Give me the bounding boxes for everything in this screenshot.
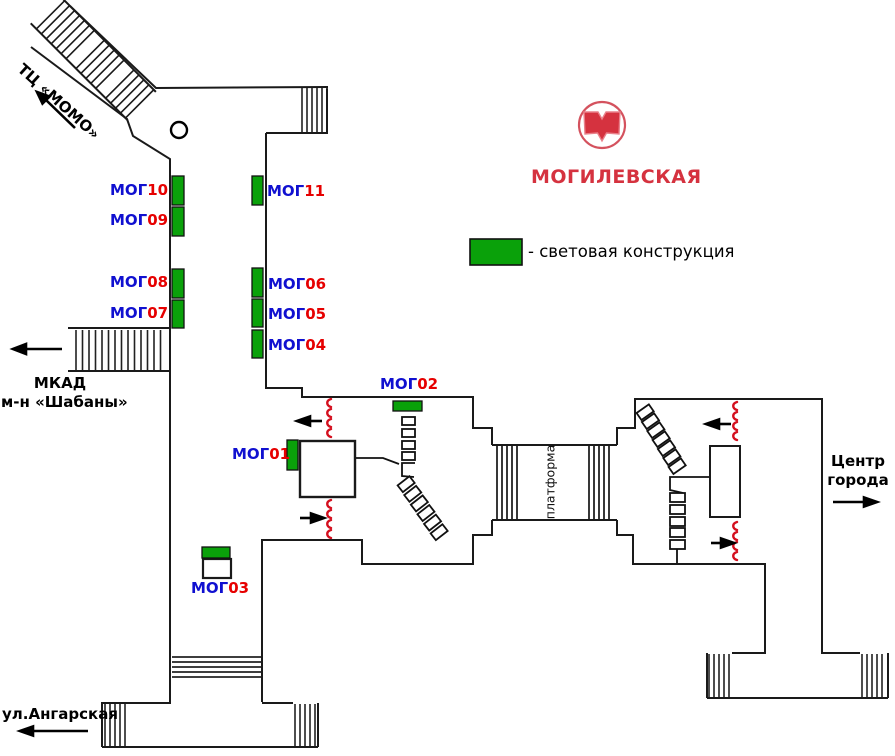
sign-label-mog06: МОГ06 bbox=[268, 275, 327, 293]
southwest-exit-stairs bbox=[294, 704, 316, 746]
cashier-box-left bbox=[298, 439, 357, 499]
sign-label-mog08: МОГ08 bbox=[110, 273, 169, 291]
sign-label-mog04: МОГ04 bbox=[268, 336, 327, 354]
angarskaya-exit-stairs bbox=[104, 704, 126, 746]
legend-marker bbox=[469, 238, 523, 266]
sign-label-mog03: МОГ03 bbox=[191, 579, 250, 597]
arrow-angarskaya-left bbox=[16, 724, 88, 738]
direction-arrows bbox=[9, 89, 881, 738]
sign-label-mog01: МОГ01 bbox=[232, 445, 291, 463]
sign-label-mog05: МОГ05 bbox=[268, 305, 327, 323]
platform-left-stairs bbox=[496, 446, 518, 519]
light-construction-marker-mog02 bbox=[392, 400, 423, 412]
kiosk-box-mog03 bbox=[201, 557, 233, 580]
direction-mkad-label: МКАД м-н «Шабаны» bbox=[1, 374, 128, 411]
light-construction-marker-mog03 bbox=[201, 546, 231, 559]
light-construction-marker-mog11 bbox=[251, 175, 264, 206]
arrow-right-hall-in bbox=[711, 536, 738, 550]
light-construction-marker-mog07 bbox=[171, 299, 185, 329]
light-construction-marker-mog04 bbox=[251, 329, 264, 359]
arrow-left-hall-in bbox=[300, 511, 328, 525]
turnstiles-left bbox=[355, 416, 449, 542]
light-construction-marker-mog10 bbox=[171, 175, 185, 206]
light-construction-marker-mog01 bbox=[286, 439, 299, 471]
direction-center-label: Центр города bbox=[827, 452, 889, 489]
metro-logo-icon bbox=[577, 100, 627, 150]
south-corridor-ramp bbox=[172, 656, 261, 678]
sign-label-mog02: МОГ02 bbox=[380, 375, 439, 393]
light-construction-marker-mog05 bbox=[251, 298, 264, 328]
light-construction-marker-mog09 bbox=[171, 206, 185, 237]
arrow-right-hall-out bbox=[702, 417, 731, 431]
sign-label-mog09: МОГ09 bbox=[110, 211, 169, 229]
platform-label: платформа bbox=[542, 444, 558, 520]
diagonal-corridor-stairs bbox=[30, 0, 157, 121]
sign-label-mog07: МОГ07 bbox=[110, 304, 169, 322]
southeast-exit-stairs-left bbox=[708, 654, 730, 697]
sign-label-mog10: МОГ10 bbox=[110, 181, 169, 199]
cashier-box-right bbox=[709, 445, 741, 518]
light-construction-marker-mog08 bbox=[171, 268, 185, 299]
walls bbox=[30, 5, 889, 748]
sign-label-mog11: МОГ11 bbox=[267, 182, 326, 200]
column-circle bbox=[169, 120, 189, 140]
direction-angarskaya-label: ул.Ангарская bbox=[2, 705, 118, 723]
arrow-center-right bbox=[833, 495, 881, 509]
arrow-left-hall-out bbox=[293, 414, 322, 428]
legend-label: - световая конструкция bbox=[528, 242, 735, 261]
light-construction-markers bbox=[171, 175, 523, 559]
gate-dash-marks bbox=[326, 397, 739, 562]
arrow-momo-diagonal bbox=[34, 89, 76, 129]
turnstiles-right bbox=[635, 403, 710, 563]
north-exit-stairs bbox=[301, 88, 323, 132]
station-title: МОГИЛЕВСКАЯ bbox=[531, 166, 702, 188]
mkad-exit-stairs bbox=[75, 330, 162, 370]
platform-right-stairs bbox=[588, 446, 610, 519]
southeast-exit-stairs-right bbox=[861, 654, 883, 697]
arrow-mkad-left bbox=[9, 342, 62, 356]
light-construction-marker-mog06 bbox=[251, 267, 264, 298]
